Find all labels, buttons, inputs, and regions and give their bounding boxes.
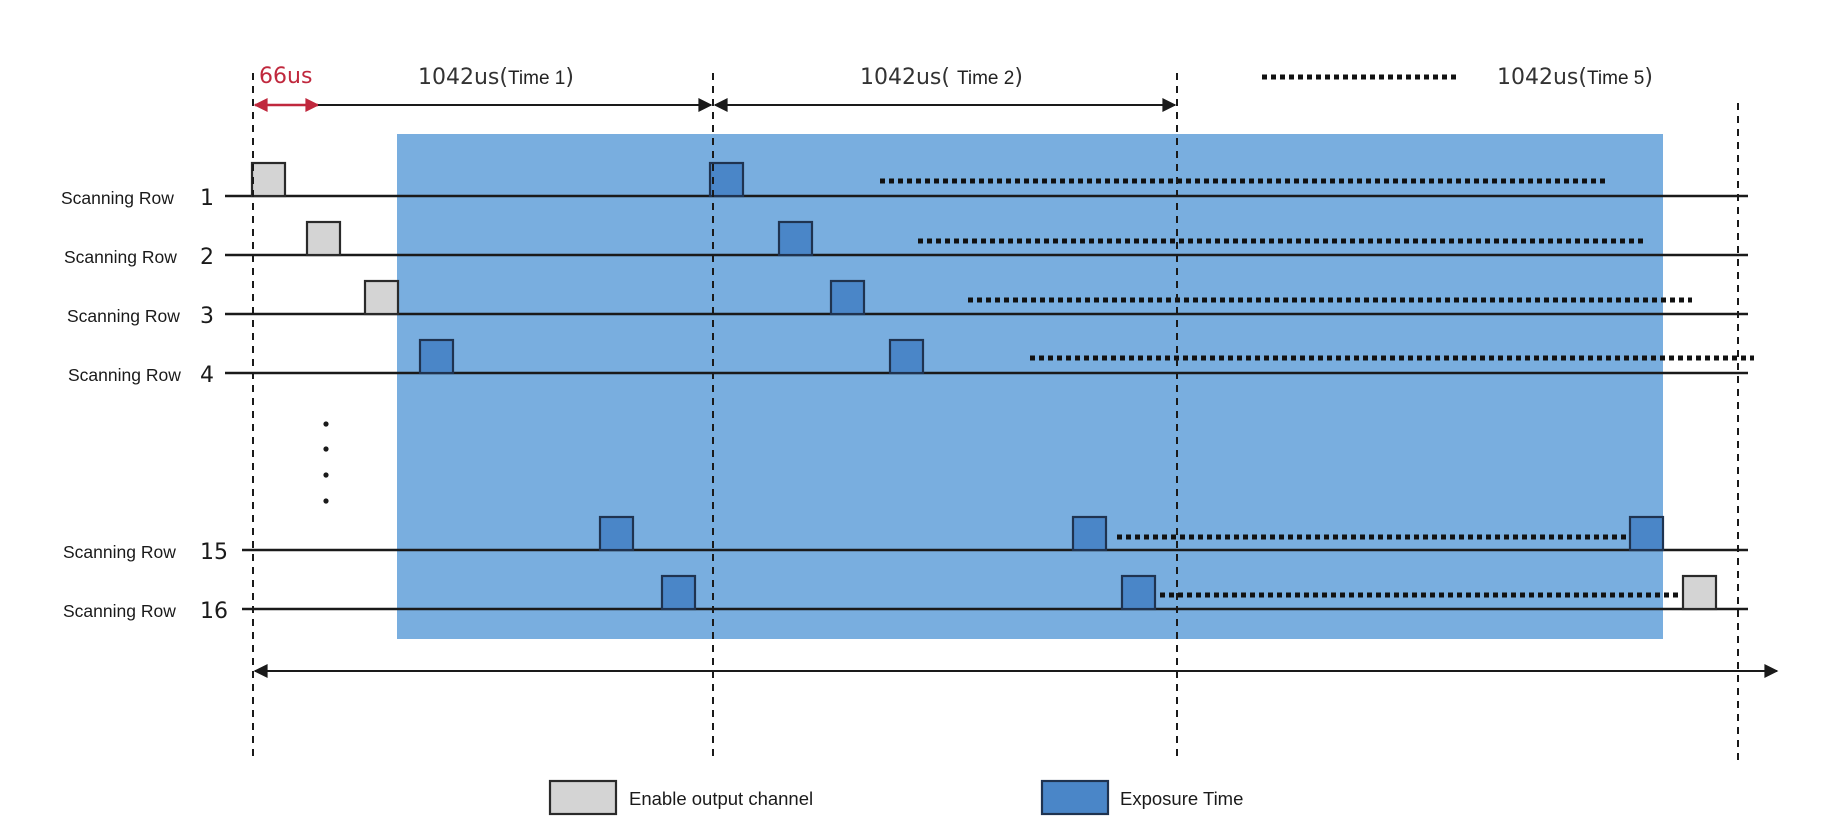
row-label-number: 1 xyxy=(200,186,214,211)
interval-label-5: 1042us(Time 5) xyxy=(1497,65,1653,90)
interval-name: Time 2 xyxy=(957,68,1014,89)
exposure-pulse xyxy=(1071,515,1108,552)
row-label-text: Scanning Row xyxy=(67,306,180,326)
row-label-number: 16 xyxy=(200,599,228,624)
row-label-number: 3 xyxy=(200,304,214,329)
row-label-number: 2 xyxy=(200,245,214,270)
ellipsis-dot xyxy=(323,446,329,452)
exposure-pulse xyxy=(660,574,697,611)
offset-label: 66us xyxy=(259,64,312,89)
exposure-pulse xyxy=(777,220,814,257)
exposure-pulses xyxy=(418,161,1665,611)
row-label-text: Scanning Row xyxy=(63,542,176,562)
exposure-pulse xyxy=(708,161,745,198)
exposure-pulse xyxy=(829,279,866,316)
interval-value: 1042us xyxy=(418,65,499,90)
enable-pulses xyxy=(250,161,1718,611)
ellipsis-dot xyxy=(323,472,329,478)
exposure-pulse xyxy=(1628,515,1665,552)
row-label-number: 15 xyxy=(200,540,228,565)
paren-open: ( xyxy=(1578,65,1587,90)
interval-value: 1042us xyxy=(1497,65,1578,90)
legend: Enable output channel Exposure Time xyxy=(548,779,1243,816)
legend-exposure-label: Exposure Time xyxy=(1120,788,1243,809)
row-label-text: Scanning Row xyxy=(63,601,176,621)
ellipsis-dot xyxy=(323,498,329,504)
ellipsis-dot xyxy=(323,421,329,427)
row-label-number: 4 xyxy=(200,363,214,388)
paren-open: ( xyxy=(941,65,957,90)
row-lines xyxy=(225,194,1748,611)
legend-enable-label: Enable output channel xyxy=(629,788,813,809)
enable-pulse xyxy=(250,161,287,198)
row-label-text: Scanning Row xyxy=(68,365,181,385)
continuation-dots xyxy=(880,74,1754,598)
interval-label-1: 1042us(Time 1) xyxy=(418,65,574,90)
enable-pulse xyxy=(1681,574,1718,611)
row-label-text: Scanning Row xyxy=(64,247,177,267)
exposure-pulse xyxy=(598,515,635,552)
time-markers xyxy=(252,73,1739,760)
legend-exposure-swatch xyxy=(1040,779,1110,816)
paren-close: ) xyxy=(1644,65,1653,90)
paren-open: ( xyxy=(499,65,508,90)
exposure-band xyxy=(397,134,1663,639)
paren-close: ) xyxy=(1014,65,1023,90)
exposure-pulse xyxy=(1120,574,1157,611)
vertical-ellipsis xyxy=(323,421,329,504)
interval-value: 1042us xyxy=(860,65,941,90)
interval-name: Time 1 xyxy=(508,68,565,89)
paren-close: ) xyxy=(565,65,574,90)
row-labels: Scanning Row 1 Scanning Row 2 Scanning R… xyxy=(61,186,228,624)
row-label-text: Scanning Row xyxy=(61,188,174,208)
exposure-pulse xyxy=(418,338,455,375)
interval-label-2: 1042us( Time 2) xyxy=(860,65,1023,90)
enable-pulse xyxy=(305,220,342,257)
enable-pulse xyxy=(363,279,400,316)
exposure-pulse xyxy=(888,338,925,375)
legend-enable-swatch xyxy=(548,779,618,816)
interval-name: Time 5 xyxy=(1587,68,1644,89)
